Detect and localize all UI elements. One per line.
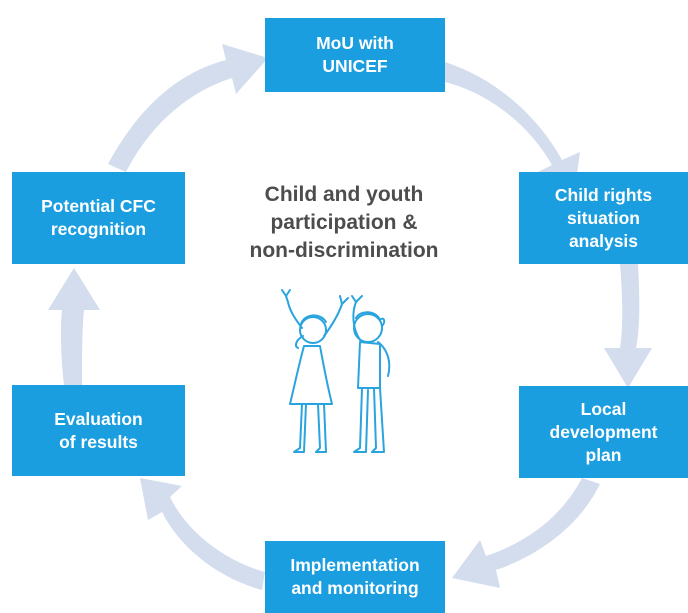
- step-child-rights-analysis: Child rights situation analysis: [519, 172, 688, 264]
- children-cheering-icon: [281, 289, 391, 453]
- step-implementation-monitoring: Implementation and monitoring: [265, 541, 445, 613]
- arrow-ldp-to-impl: [452, 478, 600, 588]
- arrow-crsa-to-ldp: [604, 264, 652, 388]
- arrow-pcfc-to-mou: [108, 44, 268, 172]
- arrow-eval-to-pcfc: [48, 268, 100, 385]
- step-local-development-plan: Local development plan: [519, 386, 688, 478]
- step-potential-cfc-recognition: Potential CFC recognition: [12, 172, 185, 264]
- step-mou-unicef: MoU with UNICEF: [265, 18, 445, 92]
- step-evaluation-results: Evaluation of results: [12, 385, 185, 476]
- arrow-impl-to-eval: [140, 478, 265, 590]
- center-title: Child and youth participation & non-disc…: [249, 183, 439, 262]
